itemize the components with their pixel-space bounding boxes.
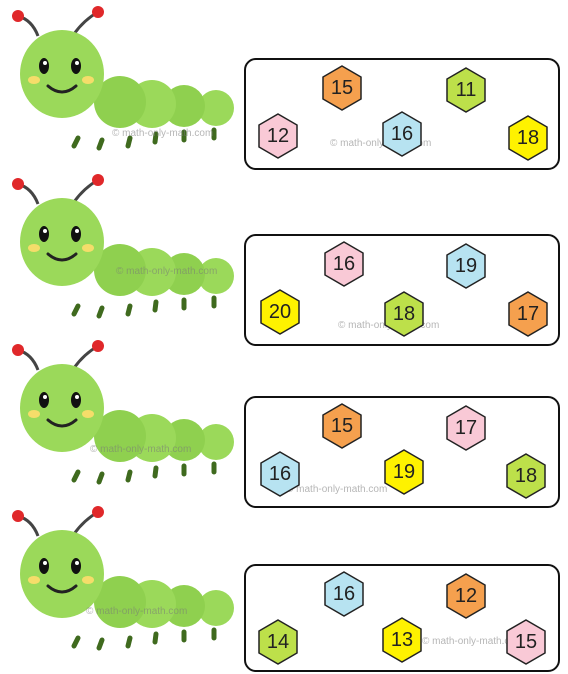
watermark: © math-only-math.com bbox=[330, 138, 432, 149]
hexagon-shape bbox=[506, 619, 546, 665]
number-hexagon: 15 bbox=[502, 618, 550, 666]
hexagon-number: 15 bbox=[330, 415, 354, 437]
hexagon-number: 16 bbox=[390, 123, 414, 145]
hexagon-shape bbox=[322, 403, 362, 449]
hexagon-number: 12 bbox=[454, 585, 478, 607]
hexagon-shape bbox=[382, 111, 422, 157]
hexagon-shape bbox=[322, 65, 362, 111]
number-hexagon: 11 bbox=[442, 66, 490, 114]
hexagon-shape bbox=[446, 67, 486, 113]
caterpillar-row-4: © math-only-math.com © math-only-math.co… bbox=[0, 500, 568, 672]
hexagon-shape bbox=[260, 451, 300, 497]
hexagon-number: 16 bbox=[332, 253, 356, 275]
number-hexagon: 18 bbox=[504, 114, 552, 162]
hexagon-number: 18 bbox=[516, 127, 540, 149]
caterpillar-image bbox=[12, 6, 234, 151]
hexagon-shape bbox=[260, 289, 300, 335]
watermark: © math-only-math.com bbox=[116, 266, 218, 277]
hexagon-number: 15 bbox=[514, 631, 538, 653]
hexagon-number: 11 bbox=[455, 79, 477, 101]
number-hexagon: 15 bbox=[318, 402, 366, 450]
number-hexagon: 16 bbox=[256, 450, 304, 498]
number-hexagon: 20 bbox=[256, 288, 304, 336]
watermark: © math-only-math.com bbox=[86, 606, 188, 617]
hexagon-number: 16 bbox=[268, 463, 292, 485]
hexagon-shape bbox=[384, 449, 424, 495]
hexagon-box: © math-only-math.com 15 17 16 19 18 bbox=[244, 396, 560, 508]
number-hexagon: 16 bbox=[320, 570, 368, 618]
hexagon-box: © math-only-math.com 16 12 14 13 15 bbox=[244, 564, 560, 672]
number-hexagon: 16 bbox=[378, 110, 426, 158]
hexagon-shape bbox=[446, 243, 486, 289]
number-hexagon: 17 bbox=[442, 404, 490, 452]
caterpillar-image bbox=[12, 340, 234, 485]
hexagon-shape bbox=[324, 571, 364, 617]
hexagon-box: © math-only-math.com 15 11 12 16 18 bbox=[244, 58, 560, 170]
hexagon-shape bbox=[508, 115, 548, 161]
watermark: © math-only-math.com bbox=[90, 444, 192, 455]
hexagon-number: 18 bbox=[392, 303, 416, 325]
number-hexagon: 18 bbox=[380, 290, 428, 338]
caterpillar-row-2: © math-only-math.com © math-only-math.co… bbox=[0, 168, 568, 346]
hexagon-shape bbox=[446, 573, 486, 619]
hexagon-shape bbox=[382, 617, 422, 663]
hexagon-shape bbox=[258, 619, 298, 665]
number-hexagon: 12 bbox=[254, 112, 302, 160]
hexagon-number: 17 bbox=[454, 417, 478, 439]
hexagon-shape bbox=[324, 241, 364, 287]
hexagon-number: 12 bbox=[266, 125, 290, 147]
number-hexagon: 15 bbox=[318, 64, 366, 112]
number-hexagon: 12 bbox=[442, 572, 490, 620]
hexagon-shape bbox=[258, 113, 298, 159]
hexagon-number: 19 bbox=[392, 461, 416, 483]
number-hexagon: 13 bbox=[378, 616, 426, 664]
watermark: © math-only-math.com bbox=[422, 636, 524, 647]
number-hexagon: 19 bbox=[380, 448, 428, 496]
caterpillar-image bbox=[12, 506, 234, 651]
hexagon-number: 13 bbox=[390, 629, 414, 651]
number-hexagon: 16 bbox=[320, 240, 368, 288]
hexagon-number: 17 bbox=[516, 303, 540, 325]
caterpillar-row-3: © math-only-math.com © math-only-math.co… bbox=[0, 334, 568, 508]
hexagon-number: 16 bbox=[332, 583, 356, 605]
hexagon-shape bbox=[446, 405, 486, 451]
watermark: © math-only-math.com bbox=[112, 128, 214, 139]
caterpillar-image bbox=[12, 174, 234, 319]
watermark: © math-only-math.com bbox=[286, 484, 388, 495]
caterpillar-row-1: © math-only-math.com © math-only-math.co… bbox=[0, 0, 568, 170]
number-hexagon: 14 bbox=[254, 618, 302, 666]
hexagon-number: 18 bbox=[514, 465, 538, 487]
hexagon-number: 19 bbox=[454, 255, 478, 277]
hexagon-shape bbox=[384, 291, 424, 337]
hexagon-shape bbox=[506, 453, 546, 499]
hexagon-number: 14 bbox=[266, 631, 290, 653]
number-hexagon: 17 bbox=[504, 290, 552, 338]
number-hexagon: 19 bbox=[442, 242, 490, 290]
number-hexagon: 18 bbox=[502, 452, 550, 500]
hexagon-number: 20 bbox=[268, 301, 292, 323]
hexagon-shape bbox=[508, 291, 548, 337]
hexagon-number: 15 bbox=[330, 77, 354, 99]
